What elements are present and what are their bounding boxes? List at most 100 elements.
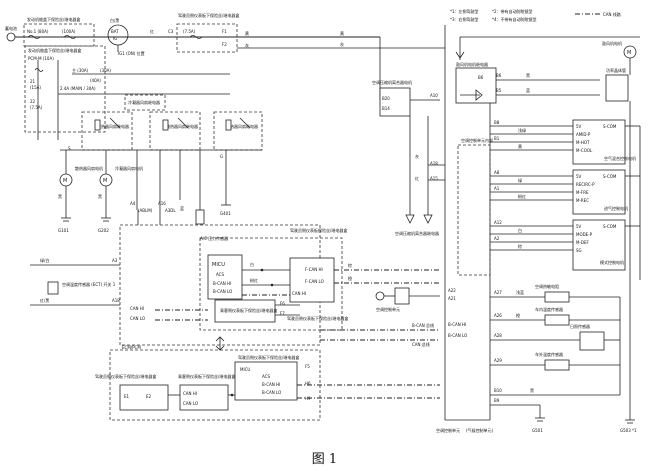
label-s: S (68, 146, 71, 151)
fuse-22-label: 22 (30, 99, 36, 104)
bat-label: BAT (111, 29, 119, 34)
lower-box-2 (179, 384, 229, 411)
center-can-wire-1: 棕 (348, 262, 352, 268)
relay-1-label: 散热器风扇继电器 (97, 123, 129, 129)
lower-pin-e2: E2 (146, 394, 152, 399)
top-relay-box (176, 23, 238, 53)
lower-pin-f5: F5 (305, 364, 310, 369)
fuse-8-label: (40A) (90, 78, 101, 83)
right-b20: B20 (382, 96, 390, 101)
lower-section: 驾驶员侧仪表板下保险丝/继电器盒 E1 E2 乘客侧仪表板下保险丝/继电器盒 C… (95, 336, 440, 421)
right-wire-b5: B5 (496, 88, 502, 93)
mode-motor-label: 空调压缩机离合器电机 (372, 79, 412, 85)
fuse-22a-label: (7.5A) (30, 105, 43, 110)
fuse-pcm-label: PCM-M (10A) (28, 56, 54, 61)
legend: *1：左侧驾驶型 *2：带有自动防眩镜型 *3：右侧驾驶型 *4：不带有自动防眩… (450, 8, 621, 22)
fb-pin-a8: A8 (494, 170, 500, 175)
right-bcan-lo: B-CAN LO (448, 333, 467, 338)
ecm-pcm-label: ECM/PCM (122, 345, 141, 350)
sensor-2 (544, 314, 570, 326)
mix-motor-label: 空气混合控制电机 (604, 155, 636, 161)
air-motor-label: 进气控制电机 (604, 205, 628, 211)
power-transistor-label: 功率晶体管 (606, 67, 626, 73)
mode-sg: SG (576, 248, 582, 253)
lower-pin-h6: H6 (305, 381, 311, 386)
sensor-pin-b10: B10 (494, 388, 502, 393)
ground-g1: G101 (58, 228, 69, 233)
ignition-position-label: IG1 (ON) 位置 (118, 50, 145, 56)
fuse-main-label: 主 (30A) (72, 67, 89, 73)
battery-symbol (6, 32, 16, 42)
fcan-module (289, 257, 335, 303)
mix-scom: S-COM (603, 124, 617, 129)
center-can-wire-2: 橙 (348, 275, 352, 281)
right-pin-b6: B6 (478, 75, 484, 80)
feedback-wires (490, 125, 641, 280)
ecm-pcm-section: ECM/PCM 绿/白 红/黑 空调温度传感器 (ECT) 开关 1 A3 A1… (30, 210, 321, 350)
top-fuse-box (23, 23, 95, 47)
fb-pin-a12: A12 (494, 220, 502, 225)
air-5v: 5V (576, 174, 582, 179)
center-box-label: 驾驶员侧仪表板保险丝/继电器盒 (290, 227, 347, 233)
legend-note-3: *3：右侧驾驶型 (450, 16, 479, 22)
fuse-24-label: 2.4A (MAIN / 30A) (60, 86, 96, 91)
fuse-21-symbol (34, 68, 44, 72)
sensor-2-label: 车内温度传感器 (535, 306, 563, 312)
battery-label: 蓄电池 (5, 25, 17, 31)
relay-wire-label: 蓝 (180, 205, 184, 211)
lower-bcan-lo: B-CAN LO (262, 390, 281, 395)
acs-label: ACS (216, 272, 224, 277)
label-f2: F2 (222, 42, 227, 47)
right-wire-label-2: 灰 (340, 41, 344, 47)
legend-can-label: CAN 线路 (603, 11, 621, 17)
climate-unit-sub: (气候控制单元) (466, 427, 494, 433)
lower-box-2-label: 乘客侧仪表板下保险丝/继电器盒 (178, 373, 235, 379)
air-fre: M-FRE (576, 190, 589, 195)
inner-pin-column (457, 144, 491, 276)
sensor-1 (544, 291, 570, 303)
sensor-wire-2: 橙 (516, 312, 520, 318)
pin-f6: F6 (280, 301, 285, 306)
right-a10: A10 (430, 93, 438, 98)
fcan-lo-label: F-CAN LO (305, 279, 324, 284)
ect-sensor (47, 281, 59, 295)
air-fb: RECIRC-P (576, 182, 595, 187)
sensor-pin-a29: A29 (494, 358, 502, 363)
mix-cool: M-COOL (576, 148, 593, 153)
legend-note-4: *4：不带有自动防眩镜型 (492, 16, 537, 22)
fuse-2-label: (100A) (62, 29, 76, 34)
ac-pressure-sensor (195, 209, 205, 225)
can-hi-label: CAN HI (292, 291, 306, 296)
pin-a4: A4 (130, 201, 136, 206)
blower-label: 鼓风机电机 (602, 40, 622, 46)
fb-wire-1: 浅绿 (518, 127, 526, 133)
fb-pin-b1: B1 (494, 136, 500, 141)
ground-pin-b9: B9 (494, 398, 500, 403)
mix-motor-box (572, 119, 626, 165)
right-a15: A15 (430, 176, 438, 181)
left-relay-box-label: 发动机舱盖下保险丝/继电器盒 (28, 47, 81, 53)
air-rec: M-REC (576, 198, 589, 203)
ground-g2: G202 (98, 228, 109, 233)
right-bcan-hi: B-CAN HI (448, 322, 466, 327)
sensor-wire-1: 浅蓝 (516, 289, 524, 295)
legend-note-1: *1：左侧驾驶型 (450, 8, 479, 14)
center-can-label: CAN 总线 (412, 341, 430, 347)
relay-coils (94, 117, 251, 131)
right-a21: A21 (448, 296, 456, 301)
motor-2-label: 冷凝器风扇电机 (115, 165, 143, 171)
mode-label: 模式控制电机 (600, 259, 624, 265)
air-motor-box (572, 169, 626, 215)
left-relay-box (24, 45, 106, 133)
top-relay-box-label: 驾驶员侧仪表板下保险丝/继电器盒 (178, 12, 239, 18)
lower-micu-label: MICU (240, 367, 250, 372)
right-wire-b6: B6 (496, 73, 502, 78)
mode-def: M-DEF (576, 240, 590, 245)
fuse-big-symbol (189, 35, 203, 39)
top-wire-label-2: 灰 (245, 42, 249, 48)
relay-1-box (81, 111, 133, 151)
sensor-3-label: 日照传感器 (570, 323, 590, 329)
fuse-big-label: (7.5A) (183, 29, 196, 34)
battery-section: 蓄电池 发动机舱盖下保险丝/继电器盒 No.1 (80A) (100A) BAT… (5, 12, 445, 100)
